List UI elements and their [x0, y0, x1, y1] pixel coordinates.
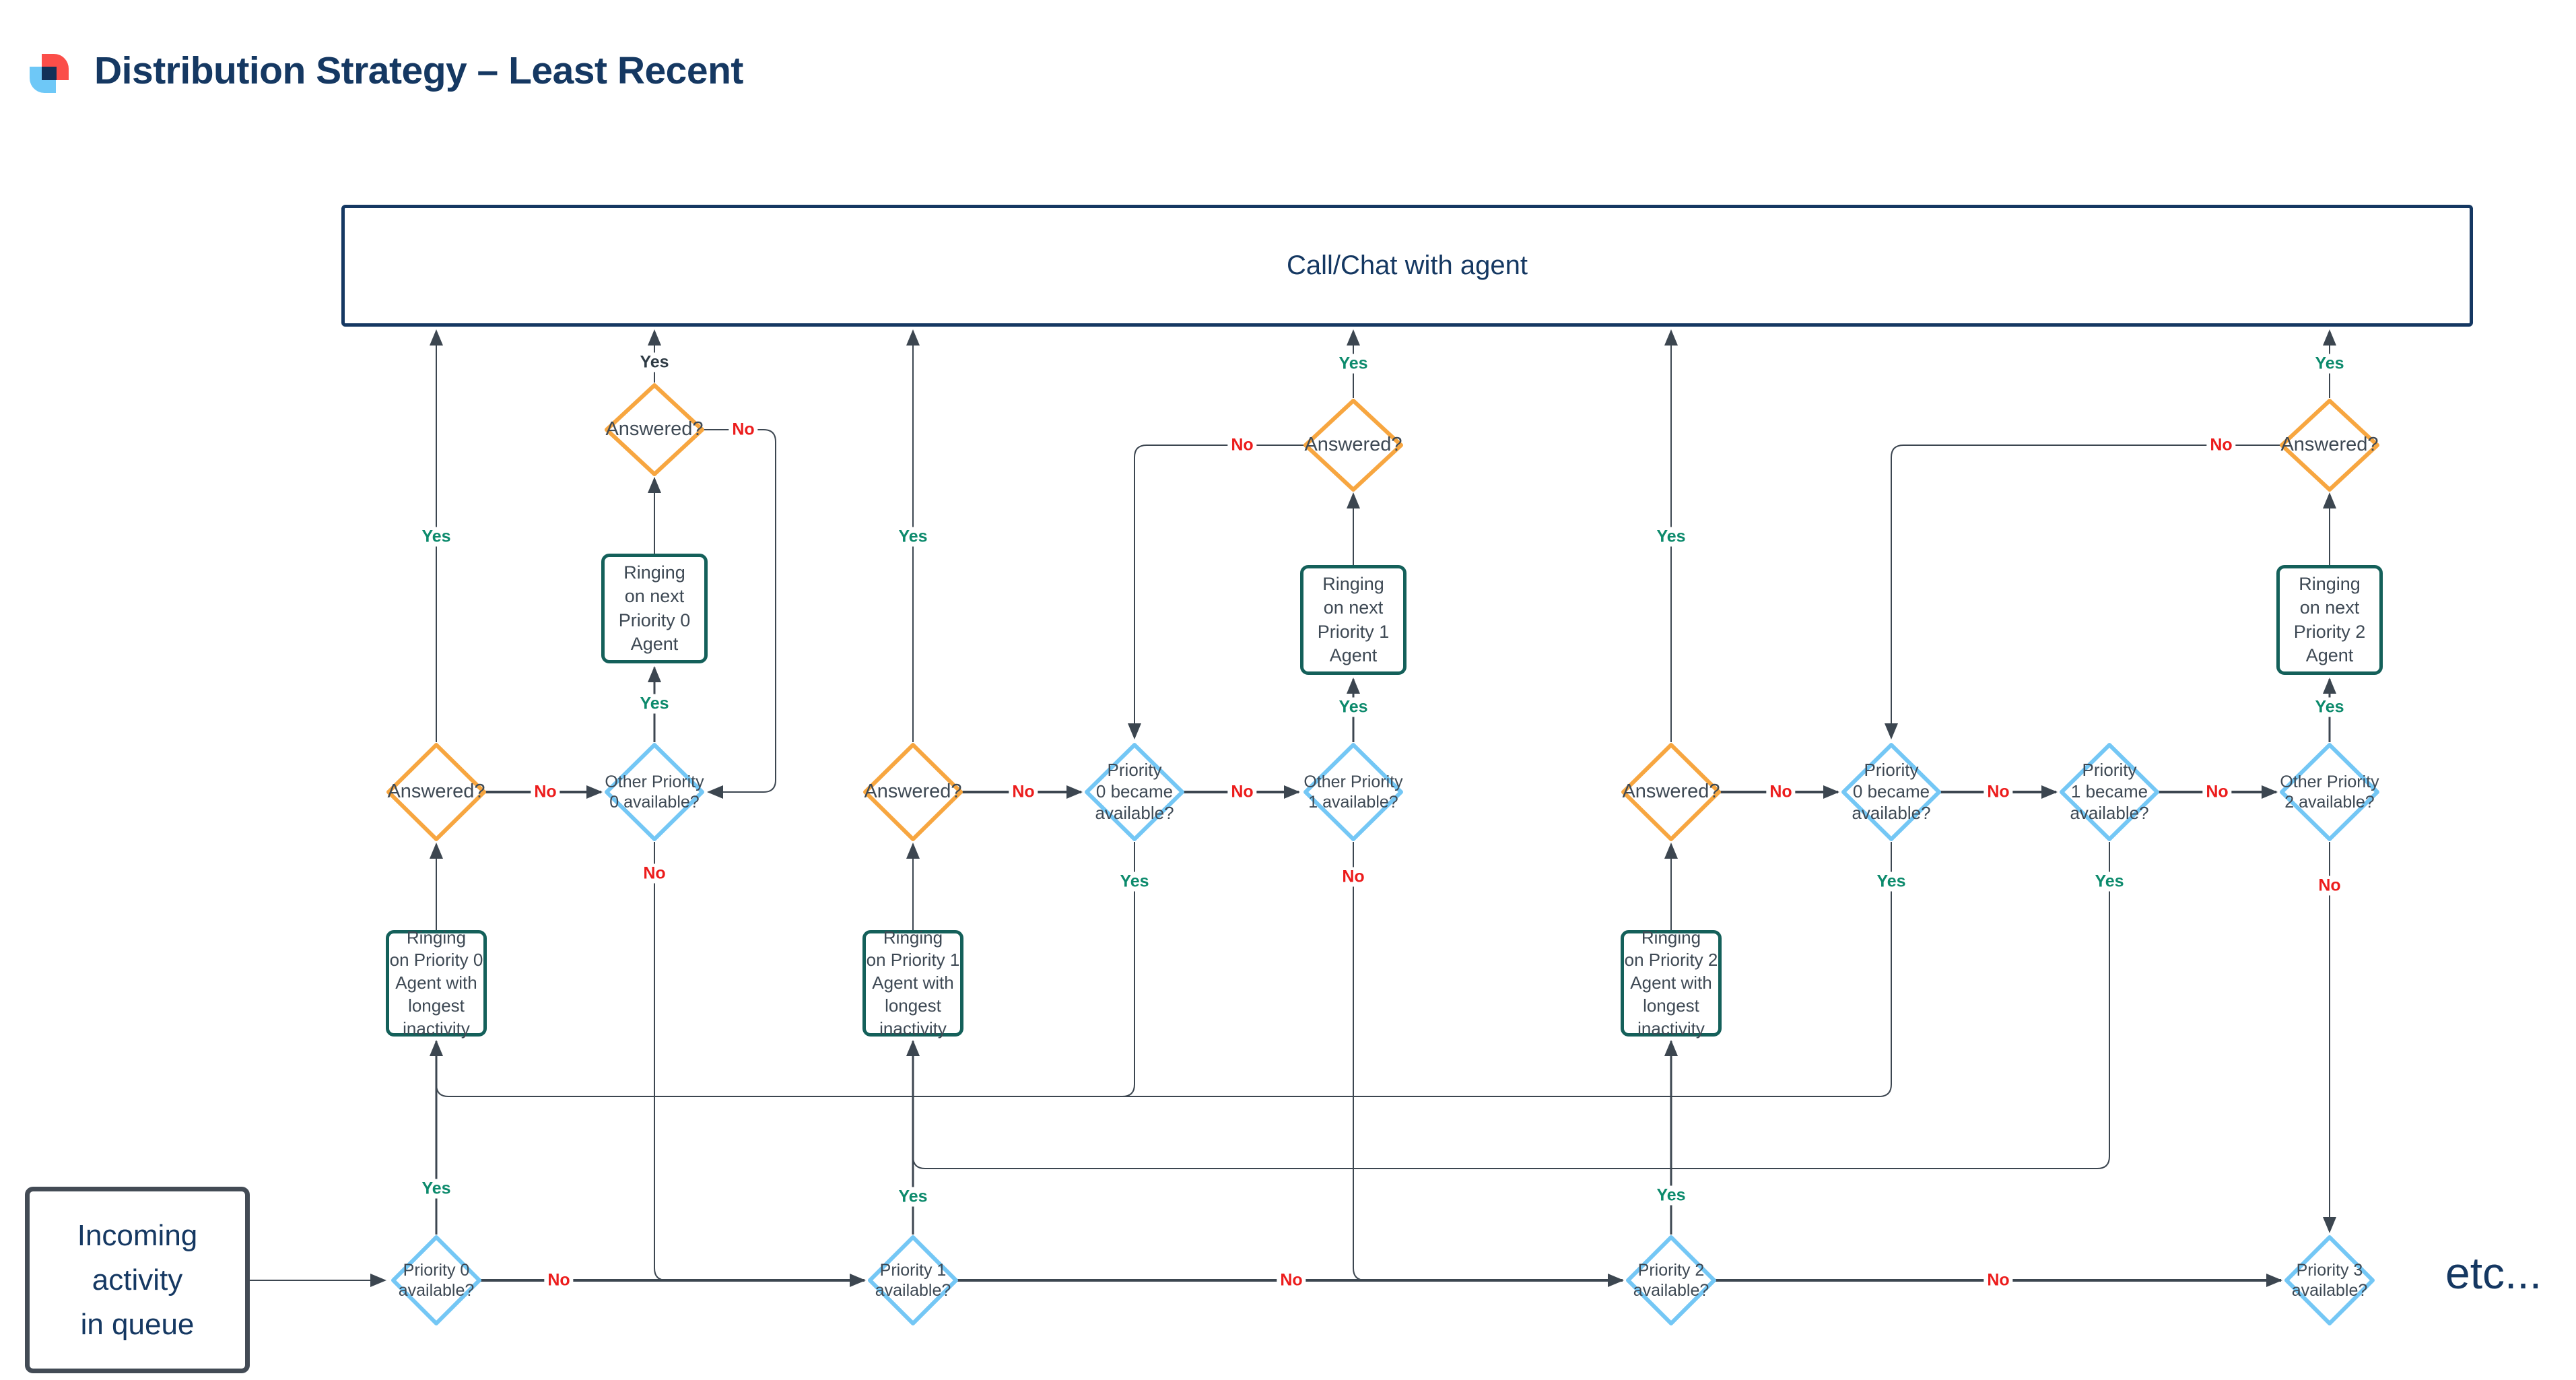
ringing-next-priority2-box: Ringing on next Priority 2 Agent: [2276, 565, 2383, 675]
edge-label-no: No: [2315, 876, 2344, 896]
edge-label-yes: Yes: [895, 1187, 931, 1207]
ringing-longest-priority1-box: Ringing on Priority 1 Agent with longest…: [862, 927, 963, 1039]
edge-label-no: No: [2202, 782, 2232, 802]
ringing-next-priority0-label: Ringing on next Priority 0 Agent: [618, 562, 691, 654]
edge-label-yes: Yes: [1335, 354, 1371, 374]
logo-navy-shape: [42, 67, 57, 80]
priority1-available-diamond: Priority 1 available?: [867, 1235, 959, 1326]
edge-label-no: No: [544, 1270, 574, 1290]
other-priority2-available-diamond: Other Priority 2 available?: [2279, 742, 2380, 842]
edge-label-no: No: [640, 863, 669, 884]
edge-label-yes: Yes: [2091, 872, 2128, 892]
etc-continuation-label: etc...: [2445, 1248, 2542, 1298]
ringing-longest-priority2-box: Ringing on Priority 2 Agent with longest…: [1621, 927, 1722, 1039]
edge-label-yes: Yes: [2311, 697, 2348, 717]
edge-label-no: No: [1227, 435, 1257, 455]
ringing-longest-priority0-box: Ringing on Priority 0 Agent with longest…: [386, 927, 487, 1039]
priority0-became-available-diamond-b: Priority 0 became available?: [1084, 742, 1185, 842]
edge-label-yes: Yes: [636, 352, 673, 372]
edge-label-no: No: [531, 782, 560, 802]
ringing-longest-priority1-label: Ringing on Priority 1 Agent with longest…: [866, 927, 960, 1039]
call-chat-with-agent-box: Call/Chat with agent: [341, 205, 2473, 327]
edge-label-yes: Yes: [2311, 354, 2348, 374]
edge-label-yes: Yes: [1653, 527, 1689, 547]
app-logo-icon: [30, 54, 69, 93]
answered-diamond-top-p1: Answered?: [1303, 398, 1404, 492]
edge-label-no: No: [1984, 782, 2013, 802]
ringing-next-priority2-label: Ringing on next Priority 2 Agent: [2293, 574, 2366, 665]
edge-label-yes: Yes: [1335, 697, 1371, 717]
edge-label-yes: Yes: [1873, 872, 1909, 892]
edge-label-yes: Yes: [418, 1179, 454, 1199]
other-priority0-available-diamond: Other Priority 0 available?: [604, 742, 705, 842]
call-chat-label: Call/Chat with agent: [1287, 251, 1528, 280]
edge-label-yes: Yes: [636, 694, 673, 714]
edge-label-no: No: [1009, 782, 1038, 802]
edge-label-no: No: [2206, 435, 2236, 455]
ringing-longest-priority0-label: Ringing on Priority 0 Agent with longest…: [389, 927, 483, 1039]
answered-diamond-top-p0: Answered?: [604, 383, 705, 477]
incoming-activity-box: Incoming activity in queue: [25, 1187, 250, 1373]
priority2-available-diamond: Priority 2 available?: [1625, 1235, 1717, 1326]
edge-label-yes: Yes: [1116, 872, 1153, 892]
edge-label-no: No: [728, 420, 758, 440]
ringing-next-priority0-box: Ringing on next Priority 0 Agent: [601, 554, 708, 663]
edge-label-yes: Yes: [418, 527, 454, 547]
answered-diamond-mid-p1: Answered?: [862, 742, 963, 842]
priority3-available-diamond: Priority 3 available?: [2284, 1235, 2375, 1326]
edge-label-no: No: [1338, 867, 1368, 887]
edge-label-no: No: [1277, 1270, 1306, 1290]
edge-label-no: No: [1766, 782, 1796, 802]
incoming-activity-label: Incoming activity in queue: [77, 1218, 198, 1341]
ringing-next-priority1-label: Ringing on next Priority 1 Agent: [1317, 574, 1390, 665]
edge-label-no: No: [1227, 782, 1257, 802]
page-title: Distribution Strategy – Least Recent: [94, 49, 743, 92]
answered-diamond-mid-p0: Answered?: [386, 742, 487, 842]
edge-label-yes: Yes: [895, 527, 931, 547]
ringing-next-priority1-box: Ringing on next Priority 1 Agent: [1300, 565, 1406, 675]
priority1-became-available-diamond: Priority 1 became available?: [2059, 742, 2160, 842]
priority0-available-diamond: Priority 0 available?: [391, 1235, 482, 1326]
priority0-became-available-diamond-c: Priority 0 became available?: [1841, 742, 1942, 842]
answered-diamond-mid-p2: Answered?: [1621, 742, 1722, 842]
edge-label-yes: Yes: [1653, 1185, 1689, 1206]
answered-diamond-top-p2: Answered?: [2279, 398, 2380, 492]
other-priority1-available-diamond: Other Priority 1 available?: [1303, 742, 1404, 842]
ringing-longest-priority2-label: Ringing on Priority 2 Agent with longest…: [1624, 927, 1718, 1039]
edge-label-no: No: [1984, 1270, 2013, 1290]
